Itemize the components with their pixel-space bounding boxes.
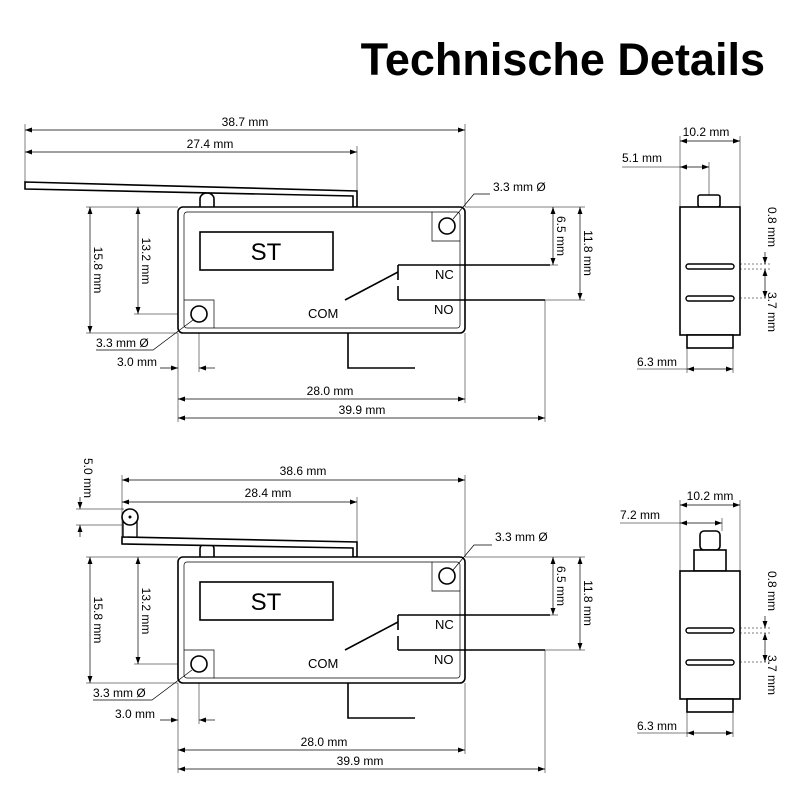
bottom-leader-hole-left bbox=[93, 669, 193, 701]
bottom-side-dim-plunger: 7.2 mm bbox=[620, 508, 660, 522]
top-side-dim-groove-spacing: 3.7 mm bbox=[765, 292, 779, 332]
bottom-dim-no-position: 11.8 mm bbox=[581, 580, 595, 626]
top-side-body bbox=[679, 206, 741, 336]
top-side-dim-width: 10.2 mm bbox=[683, 125, 730, 139]
bottom-side-groove-lower bbox=[685, 659, 735, 666]
top-side-plunger bbox=[697, 194, 721, 208]
top-mounting-hole-right bbox=[438, 217, 456, 235]
bottom-com-label: COM bbox=[308, 656, 338, 671]
bottom-dim-total-length: 39.9 mm bbox=[337, 754, 384, 768]
top-leader-hole-left bbox=[96, 319, 194, 351]
page-title: Technische Details bbox=[361, 34, 765, 85]
bottom-label-box bbox=[199, 581, 334, 621]
bottom-switch-side-view: 10.2 mm 7.2 mm 0.8 mm 3.7 mm 6.3 mm bbox=[620, 489, 779, 737]
top-hole-notch-right bbox=[431, 212, 460, 242]
top-com-label: COM bbox=[308, 306, 338, 321]
top-com-arm bbox=[344, 271, 399, 301]
top-no-label: NO bbox=[434, 302, 454, 317]
top-actuator-button bbox=[199, 192, 215, 207]
top-side-dim-plunger: 5.1 mm bbox=[622, 151, 662, 165]
top-side-groove-lower bbox=[685, 295, 735, 302]
bottom-side-dim-width: 10.2 mm bbox=[687, 489, 734, 503]
bottom-front-extension-lines bbox=[76, 475, 585, 773]
bottom-mounting-hole-left bbox=[190, 655, 208, 673]
top-mounting-hole-left bbox=[190, 305, 208, 323]
bottom-dim-nc-position: 6.5 mm bbox=[554, 566, 568, 606]
bottom-dim-body-height: 15.8 mm bbox=[91, 597, 105, 644]
bottom-side-dim-base: 6.3 mm bbox=[637, 719, 677, 733]
bottom-dim-hole-offset: 3.0 mm bbox=[115, 707, 155, 721]
bottom-label-text: ST bbox=[251, 589, 282, 616]
top-label-text: ST bbox=[251, 239, 282, 266]
bottom-side-body bbox=[679, 570, 741, 700]
top-dim-hole-offset: 3.0 mm bbox=[117, 355, 157, 369]
top-side-dim-groove: 0.8 mm bbox=[765, 207, 779, 247]
top-nc-label: NC bbox=[435, 267, 454, 282]
top-switch-side-view: 10.2 mm 5.1 mm 0.8 mm 3.7 mm 6.3 mm bbox=[622, 125, 779, 373]
bottom-side-base bbox=[686, 698, 734, 713]
top-dim-lever-length: 27.4 mm bbox=[187, 137, 234, 151]
bottom-mounting-hole-right bbox=[438, 567, 456, 585]
top-side-groove-upper bbox=[685, 263, 735, 270]
top-side-dim-base: 6.3 mm bbox=[637, 355, 677, 369]
bottom-dim-hole-bottom: 3.3 mm Ø bbox=[93, 686, 146, 700]
top-hole-notch-left bbox=[184, 299, 215, 328]
bottom-side-dim-groove: 0.8 mm bbox=[765, 571, 779, 611]
top-body-inner-border bbox=[183, 211, 461, 329]
top-dim-hole-top: 3.3 mm Ø bbox=[493, 180, 546, 194]
bottom-leader-hole-right bbox=[452, 544, 492, 571]
bottom-dim-overall-length: 38.6 mm bbox=[280, 464, 327, 478]
bottom-side-roller bbox=[699, 530, 721, 551]
bottom-side-groove-upper bbox=[685, 627, 735, 634]
bottom-dim-hole-top: 3.3 mm Ø bbox=[495, 530, 548, 544]
bottom-dim-body-length: 28.0 mm bbox=[301, 735, 348, 749]
top-side-base bbox=[686, 334, 734, 349]
top-dim-body-length: 28.0 mm bbox=[307, 384, 354, 398]
top-dim-overall-length: 38.7 mm bbox=[222, 115, 269, 129]
bottom-dim-lever-length: 28.4 mm bbox=[245, 486, 292, 500]
bottom-switch-front-view: ST NC NO COM 5.0 mm 38.6 mm 28.4 mm 15.8… bbox=[76, 458, 595, 773]
bottom-side-extension-lines bbox=[620, 500, 741, 737]
bottom-com-arm bbox=[344, 621, 399, 651]
top-dim-nc-position: 6.5 mm bbox=[554, 216, 568, 256]
bottom-com-terminal bbox=[347, 683, 415, 719]
bottom-side-dim-groove-spacing: 3.7 mm bbox=[765, 655, 779, 695]
bottom-side-roller-bracket bbox=[693, 549, 727, 572]
top-dim-no-position: 11.8 mm bbox=[581, 230, 595, 276]
bottom-no-label: NO bbox=[434, 652, 454, 667]
top-label-box bbox=[199, 231, 334, 271]
top-dim-total-length: 39.9 mm bbox=[339, 403, 386, 417]
top-side-extension-lines bbox=[622, 136, 741, 373]
top-com-terminal bbox=[347, 333, 415, 369]
bottom-dim-roller: 5.0 mm bbox=[81, 458, 95, 498]
top-dim-body-height: 15.8 mm bbox=[91, 247, 105, 294]
bottom-roller-axle bbox=[128, 515, 132, 519]
top-dim-hole-height: 13.2 mm bbox=[139, 238, 153, 285]
bottom-hole-notch-right bbox=[431, 562, 460, 592]
top-dim-hole-bottom: 3.3 mm Ø bbox=[96, 336, 149, 350]
top-leader-hole-right bbox=[452, 193, 490, 220]
bottom-dim-hole-height: 13.2 mm bbox=[139, 588, 153, 635]
bottom-nc-label: NC bbox=[435, 617, 454, 632]
top-front-extension-lines bbox=[24, 124, 585, 422]
top-switch-front-view: ST NC NO COM 38.7 mm 27.4 mm 15.8 mm 13.… bbox=[24, 115, 595, 422]
bottom-body-inner-border bbox=[183, 561, 461, 679]
bottom-hole-notch-left bbox=[184, 649, 215, 678]
